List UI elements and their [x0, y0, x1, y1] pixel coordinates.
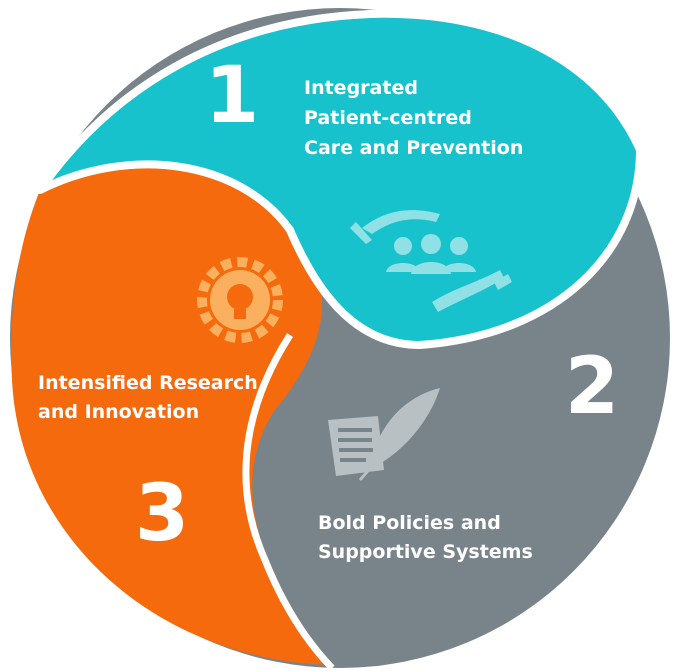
- quill-document-icon: [328, 388, 440, 481]
- hands-group-icon: [350, 210, 512, 312]
- segment-2-label-line-1: Bold Policies and: [318, 512, 501, 534]
- gear-lightbulb-icon: [197, 257, 283, 343]
- segment-1-number: 1: [205, 51, 259, 141]
- segment-1-teal: [36, 9, 644, 349]
- segment-2-number: 2: [565, 342, 619, 432]
- segment-1-label-line-2: Patient-centred: [304, 107, 472, 129]
- segment-3-label-line-2: and Innovation: [38, 401, 199, 423]
- segment-3-label-line-1: Intensified Research: [38, 372, 258, 394]
- segment-1-label-line-3: Care and Prevention: [304, 137, 523, 159]
- segment-3-number: 3: [135, 469, 189, 559]
- segment-1-label-line-1: Integrated: [304, 77, 418, 99]
- segment-2-label-line-2: Supportive Systems: [318, 541, 533, 563]
- seam-orange-gray: [242, 333, 335, 671]
